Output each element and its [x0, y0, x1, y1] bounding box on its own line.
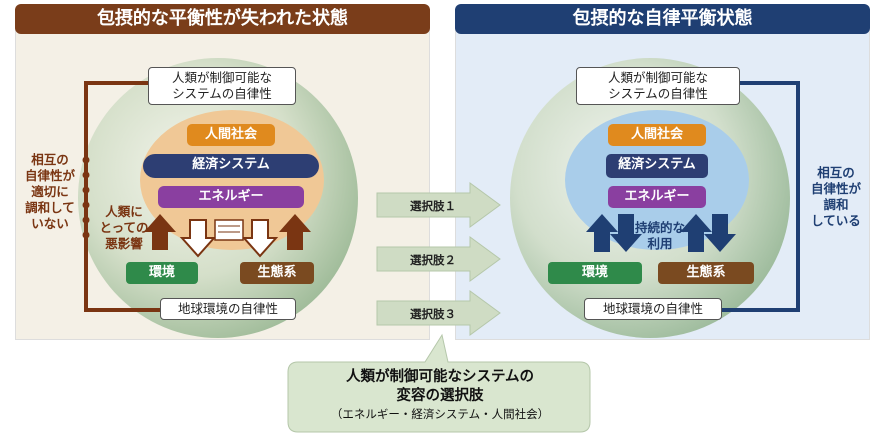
right-usage-line-2: 利用	[647, 236, 673, 251]
right-usage-text: 持続的な 利用	[630, 220, 690, 252]
left-impact-line-1: 人類に	[105, 204, 143, 219]
right-up-arrow-2	[680, 214, 712, 252]
bottom-line-2: 変容の選択肢	[396, 388, 484, 404]
right-panel-title: 包摂的な自律平衡状態	[455, 4, 870, 34]
left-control-line-2: システムの自律性	[172, 86, 272, 101]
right-eco-tag: 生態系	[658, 262, 754, 284]
option-arrow-1	[376, 182, 501, 228]
right-layer-energy: エネルギー	[608, 186, 706, 208]
right-usage-line-1: 持続的な	[634, 220, 685, 235]
right-down-arrow-b	[704, 214, 736, 252]
left-control-box: 人類が制御可能な システムの自律性	[148, 67, 296, 105]
left-side-line-3: 適切に	[31, 184, 69, 199]
right-layer-economy: 経済システム	[606, 154, 708, 178]
right-control-box: 人類が制御可能な システムの自律性	[576, 67, 740, 105]
right-down-arrow-a	[610, 214, 642, 252]
left-side-line-5: いない	[31, 216, 69, 231]
left-impact-line-3: 悪影響	[105, 236, 143, 251]
left-broken-icon	[214, 219, 244, 241]
right-control-line-2: システムの自律性	[608, 86, 708, 101]
left-side-line-1: 相互の	[31, 152, 69, 167]
option-label-1: 選択肢１	[410, 199, 456, 213]
left-down-arrow-2	[241, 219, 279, 258]
left-earth-box: 地球環境の自律性	[160, 298, 296, 320]
left-bracket-dots	[82, 156, 90, 239]
right-env-tag: 環境	[548, 262, 642, 284]
option-arrow-3	[376, 290, 501, 336]
right-side-text: 相互の 自律性が 調和 している	[806, 165, 866, 229]
left-up-arrow-1	[144, 214, 176, 250]
left-layer-economy: 経済システム	[143, 154, 319, 178]
right-up-arrow-1	[586, 214, 618, 252]
bottom-callout-bubble	[287, 333, 591, 433]
left-impact-line-2: とっての	[99, 220, 149, 235]
left-layer-energy: エネルギー	[158, 186, 304, 208]
left-env-tag: 環境	[126, 262, 198, 284]
bottom-callout-text: 人類が制御可能なシステムの 変容の選択肢 （エネルギー・経済システム・人間社会）	[290, 368, 590, 423]
option-arrow-2	[376, 236, 501, 282]
option-label-2: 選択肢２	[410, 253, 456, 267]
left-control-line-1: 人類が制御可能な	[171, 70, 272, 85]
left-layer-society: 人間社会	[187, 124, 275, 146]
left-eco-tag: 生態系	[240, 262, 314, 284]
right-control-line-1: 人類が制御可能な	[607, 70, 708, 85]
right-side-line-3: 調和	[823, 197, 849, 212]
left-side-line-2: 自律性が	[24, 168, 75, 183]
left-side-line-4: 調和して	[25, 200, 75, 215]
right-side-line-1: 相互の	[817, 165, 855, 180]
left-bracket-line	[84, 81, 160, 312]
right-earth-box: 地球環境の自律性	[584, 298, 722, 320]
right-layer-society: 人間社会	[608, 124, 706, 146]
left-side-text: 相互の 自律性が 適切に 調和して いない	[20, 152, 80, 232]
left-panel-title: 包摂的な平衡性が失われた状態	[15, 4, 430, 34]
bottom-line-1: 人類が制御可能なシステムの	[345, 369, 535, 385]
right-bracket-line	[722, 81, 800, 312]
left-impact-text: 人類に とっての 悪影響	[94, 204, 154, 252]
right-side-line-2: 自律性が	[810, 181, 861, 196]
left-down-arrow-1	[179, 219, 217, 258]
left-up-arrow-2	[279, 214, 311, 250]
option-label-3: 選択肢３	[410, 307, 456, 321]
bottom-line-3: （エネルギー・経済システム・人間社会）	[330, 407, 550, 421]
right-side-line-4: している	[811, 213, 861, 228]
